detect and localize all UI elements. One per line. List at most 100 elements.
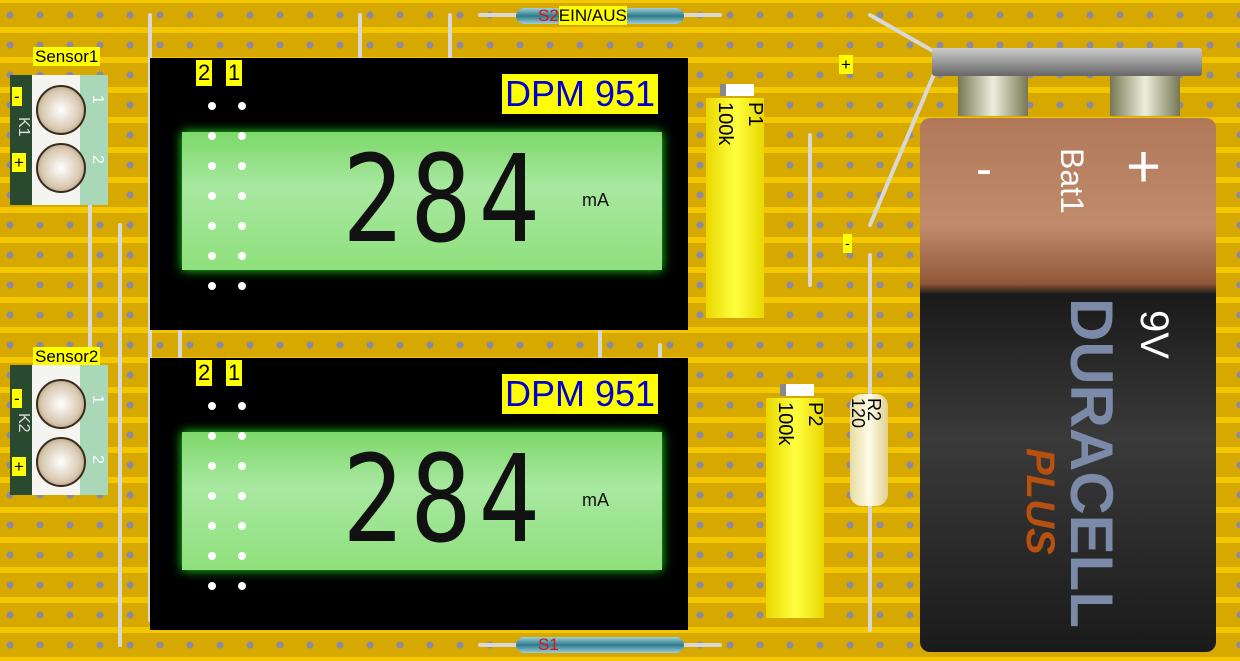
hole — [846, 341, 854, 349]
p1-ref: P1 — [744, 102, 766, 127]
battery-brand: DURACELL — [1058, 298, 1125, 628]
hole — [96, 281, 104, 289]
hole — [126, 551, 134, 559]
hole — [396, 341, 404, 349]
hole — [906, 11, 914, 19]
panel-meter-1: 284 mA DPM 951 2 1 — [150, 58, 688, 330]
meter-pin — [238, 132, 246, 140]
hole — [1026, 101, 1034, 109]
hole — [1236, 371, 1240, 379]
hole — [846, 371, 854, 379]
hole — [36, 11, 44, 19]
resistor-r2[interactable]: R2 120 — [848, 394, 888, 506]
hole — [846, 581, 854, 589]
pin-label-2: 2 — [196, 360, 213, 386]
hole — [126, 401, 134, 409]
hole — [1236, 101, 1240, 109]
hole — [6, 581, 14, 589]
hole — [696, 131, 704, 139]
hole — [66, 341, 74, 349]
hole — [186, 341, 194, 349]
hole — [1236, 11, 1240, 19]
r2-value: 120 — [848, 398, 868, 429]
meter-pin — [208, 162, 216, 170]
hole — [786, 341, 794, 349]
hole — [6, 311, 14, 319]
hole — [1236, 311, 1240, 319]
hole — [126, 191, 134, 199]
hole — [1026, 11, 1034, 19]
hole — [696, 71, 704, 79]
hole — [756, 551, 764, 559]
hole — [846, 641, 854, 649]
hole — [786, 221, 794, 229]
hole — [156, 41, 164, 49]
hole — [216, 341, 224, 349]
switch-s2-ref: S2 — [538, 6, 559, 25]
battery-bat1[interactable]: - + Bat1 9V DURACELL PLUS — [920, 118, 1216, 652]
hole — [906, 41, 914, 49]
hole — [1236, 431, 1240, 439]
hole — [426, 41, 434, 49]
hole — [816, 191, 824, 199]
hole — [216, 11, 224, 19]
hole — [1206, 101, 1214, 109]
hole — [396, 41, 404, 49]
supply-plus-label: + — [839, 55, 853, 74]
hole — [906, 71, 914, 79]
hole — [516, 341, 524, 349]
hole — [876, 521, 884, 529]
hole — [66, 251, 74, 259]
hole — [96, 221, 104, 229]
hole — [696, 311, 704, 319]
meter-pin — [208, 282, 216, 290]
hole — [846, 281, 854, 289]
hole — [726, 461, 734, 469]
hole — [696, 461, 704, 469]
hole — [756, 341, 764, 349]
meter-pin — [208, 462, 216, 470]
hole — [6, 221, 14, 229]
hole — [846, 551, 854, 559]
screw-2 — [36, 143, 86, 193]
hole — [786, 371, 794, 379]
k2-ref: K2 — [15, 413, 32, 433]
hole — [36, 41, 44, 49]
hole — [756, 41, 764, 49]
hole — [906, 341, 914, 349]
hole — [576, 41, 584, 49]
hole — [276, 641, 284, 649]
k1-ref: K1 — [15, 117, 32, 137]
hole — [696, 521, 704, 529]
hole — [906, 491, 914, 499]
hole — [816, 41, 824, 49]
lcd-screen: 284 mA — [182, 132, 662, 270]
hole — [426, 11, 434, 19]
hole — [786, 191, 794, 199]
terminal-block-k2[interactable]: - + K2 1 2 — [10, 365, 108, 495]
potentiometer-p2[interactable]: P2 100k — [766, 384, 826, 618]
k2-plus: + — [12, 457, 26, 476]
terminal-block-k1[interactable]: - + K1 1 2 — [10, 75, 108, 205]
meter-pin — [238, 252, 246, 260]
hole — [216, 641, 224, 649]
potentiometer-p1[interactable]: P1 100k — [706, 84, 766, 318]
battery-sub: PLUS — [1018, 448, 1062, 555]
reed-switch-s1[interactable] — [516, 637, 684, 653]
hole — [756, 491, 764, 499]
battery-plus: + — [1126, 133, 1162, 200]
hole — [786, 641, 794, 649]
hole — [786, 41, 794, 49]
hole — [186, 641, 194, 649]
hole — [276, 341, 284, 349]
lcd-unit: mA — [582, 490, 609, 510]
hole — [846, 101, 854, 109]
hole — [96, 11, 104, 19]
hole — [1056, 11, 1064, 19]
hole — [126, 41, 134, 49]
hole — [846, 41, 854, 49]
hole — [966, 11, 974, 19]
p2-value: 100k — [774, 402, 796, 446]
hole — [1206, 11, 1214, 19]
hole — [1026, 41, 1034, 49]
